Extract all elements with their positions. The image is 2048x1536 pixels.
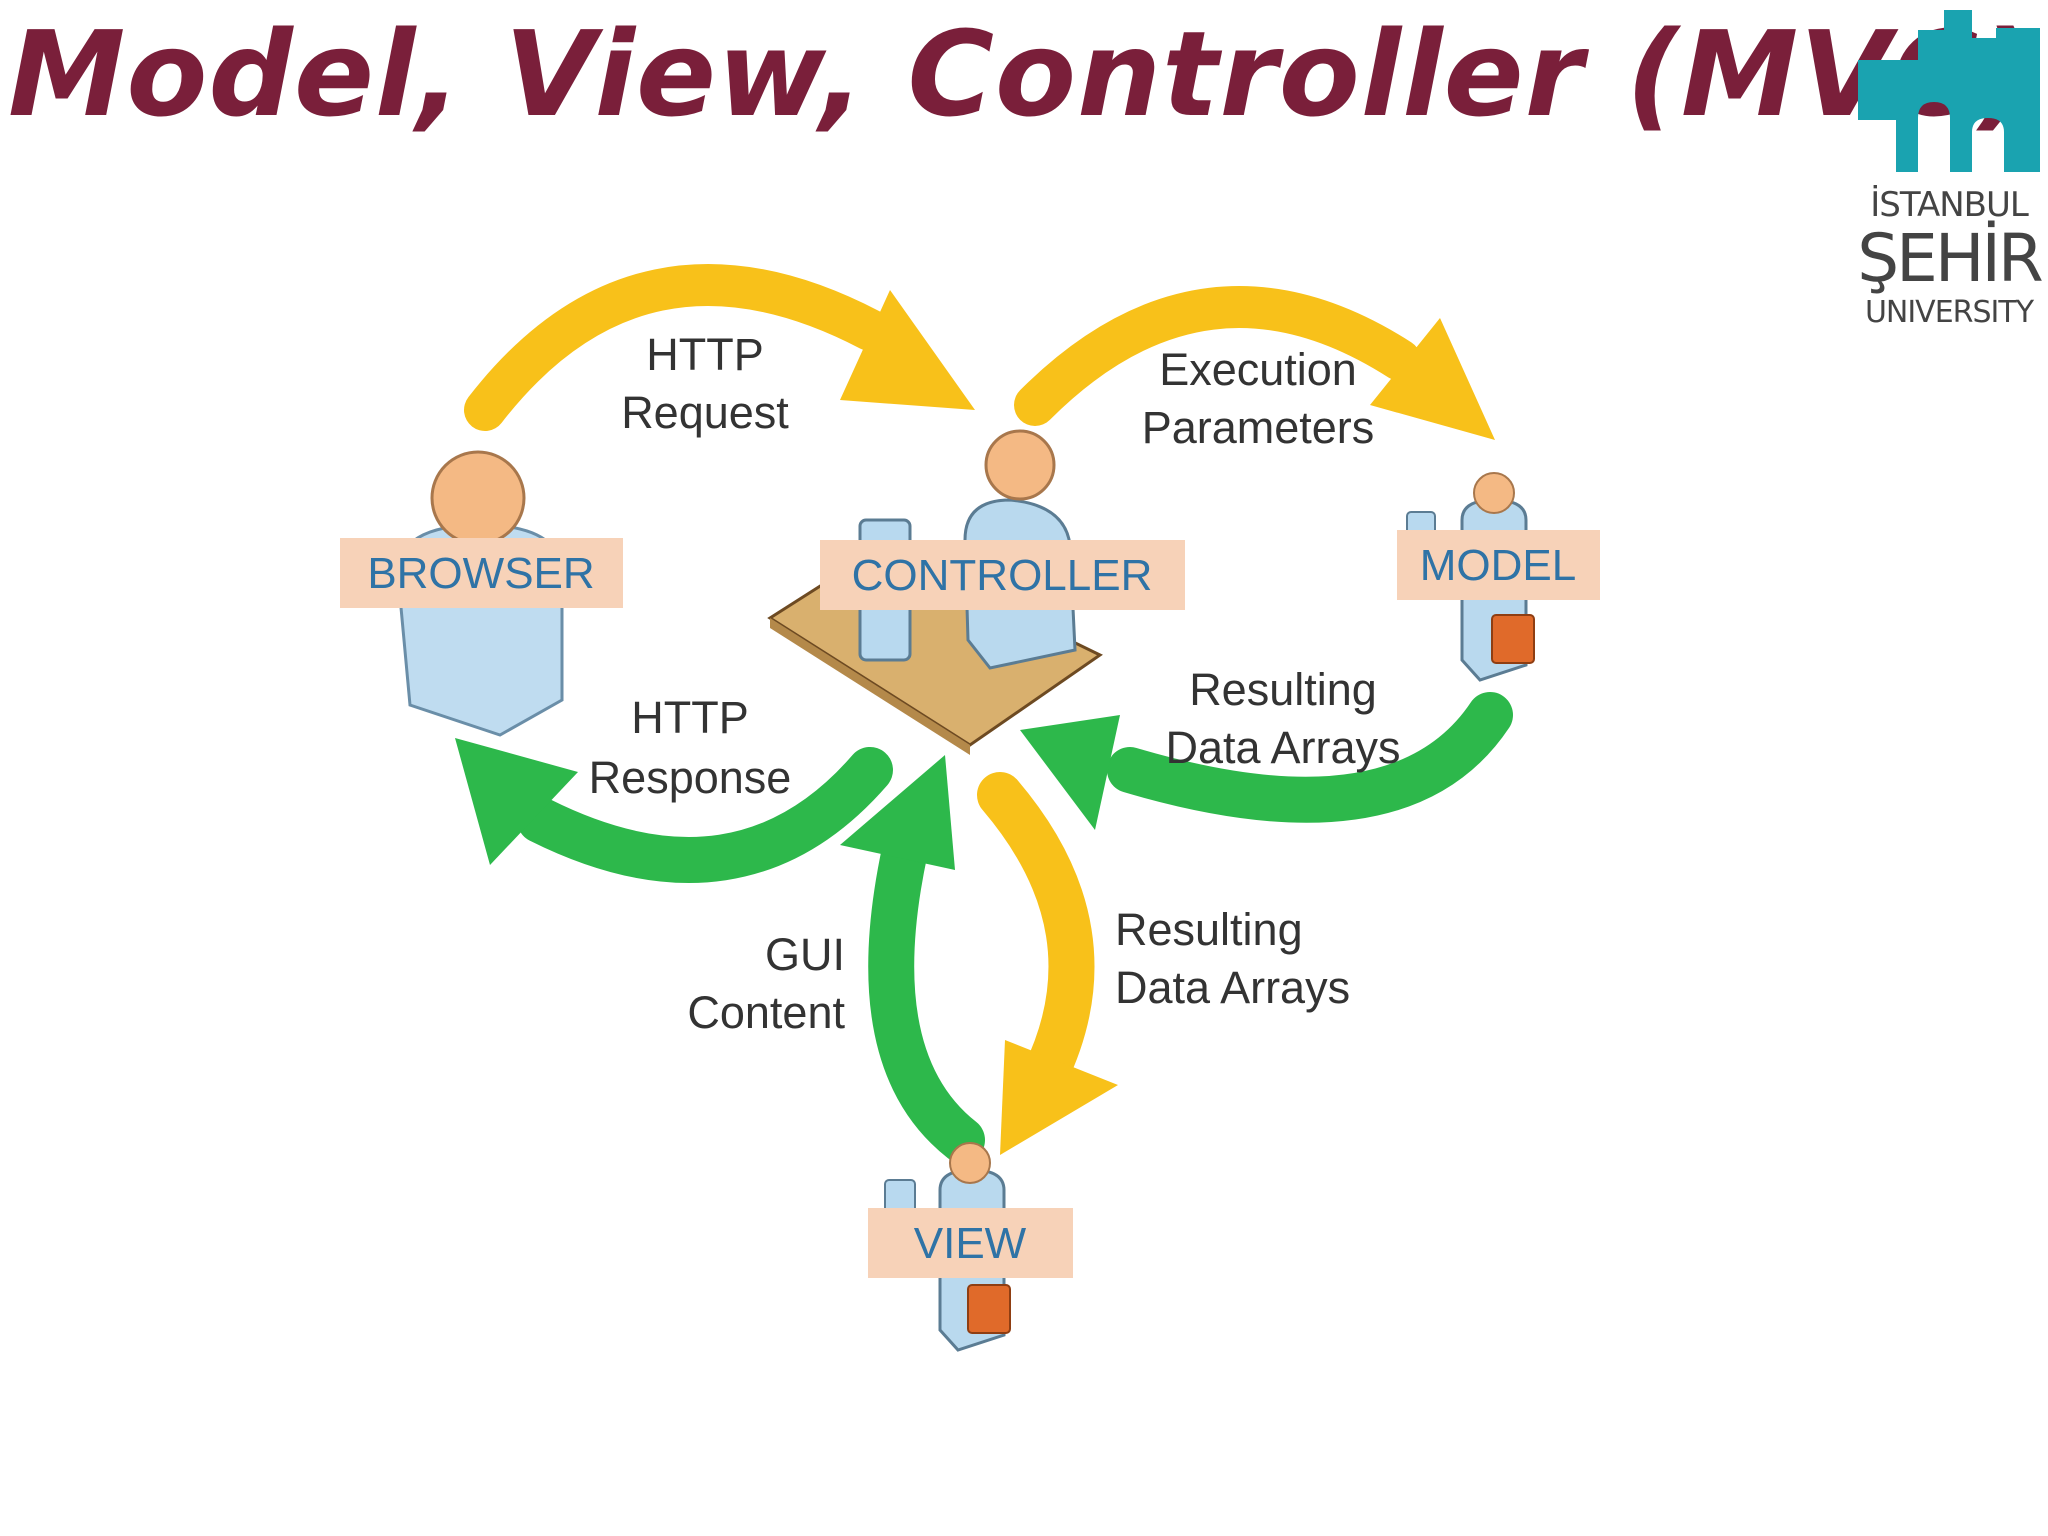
controller-label: CONTROLLER (852, 551, 1153, 600)
arrow-http-response (455, 738, 893, 883)
browser-label: BROWSER (367, 549, 594, 598)
logo-text-istanbul: İSTANBUL (1870, 185, 2029, 225)
svg-text:Parameters: Parameters (1142, 402, 1375, 453)
model-label: MODEL (1420, 541, 1576, 590)
label-http-request: HTTP Request (621, 329, 789, 438)
svg-text:Request: Request (621, 387, 789, 438)
browser-node: BROWSER (340, 538, 623, 608)
slide-title: Model, View, Controller (MVC) (8, 5, 2035, 143)
model-node: MODEL (1397, 530, 1600, 600)
svg-text:Resulting: Resulting (1189, 664, 1377, 715)
svg-text:GUI: GUI (765, 929, 845, 980)
arrow-http-request (464, 264, 975, 431)
logo-mark-icon (1858, 10, 2040, 172)
svg-text:HTTP: HTTP (631, 692, 749, 743)
svg-text:Response: Response (589, 752, 792, 803)
label-execution-parameters: Execution Parameters (1142, 344, 1375, 453)
arrow-gui-content (840, 755, 985, 1163)
arrow-resulting-data-view (977, 772, 1118, 1155)
svg-text:Data Arrays: Data Arrays (1165, 722, 1400, 773)
logo-text-sehir: ŞEHİR (1857, 220, 2044, 297)
label-gui-content: GUI Content (687, 929, 845, 1038)
view-node: VIEW (868, 1208, 1073, 1278)
label-resulting-data-model: Resulting Data Arrays (1165, 664, 1400, 773)
svg-text:Execution: Execution (1159, 344, 1357, 395)
arrow-resulting-data-model (1020, 692, 1513, 830)
university-logo: İSTANBUL ŞEHİR UNIVERSITY (1850, 0, 2048, 340)
view-label: VIEW (914, 1219, 1027, 1268)
logo-text-university: UNIVERSITY (1864, 295, 2034, 330)
label-http-response: HTTP Response (589, 692, 792, 803)
svg-text:Resulting: Resulting (1115, 904, 1303, 955)
controller-node: CONTROLLER (820, 540, 1185, 610)
svg-text:Content: Content (687, 987, 845, 1038)
arrow-execution-parameters (1014, 286, 1495, 440)
label-resulting-data-view: Resulting Data Arrays (1115, 904, 1350, 1013)
svg-text:Data Arrays: Data Arrays (1115, 962, 1350, 1013)
svg-text:HTTP: HTTP (646, 329, 764, 380)
